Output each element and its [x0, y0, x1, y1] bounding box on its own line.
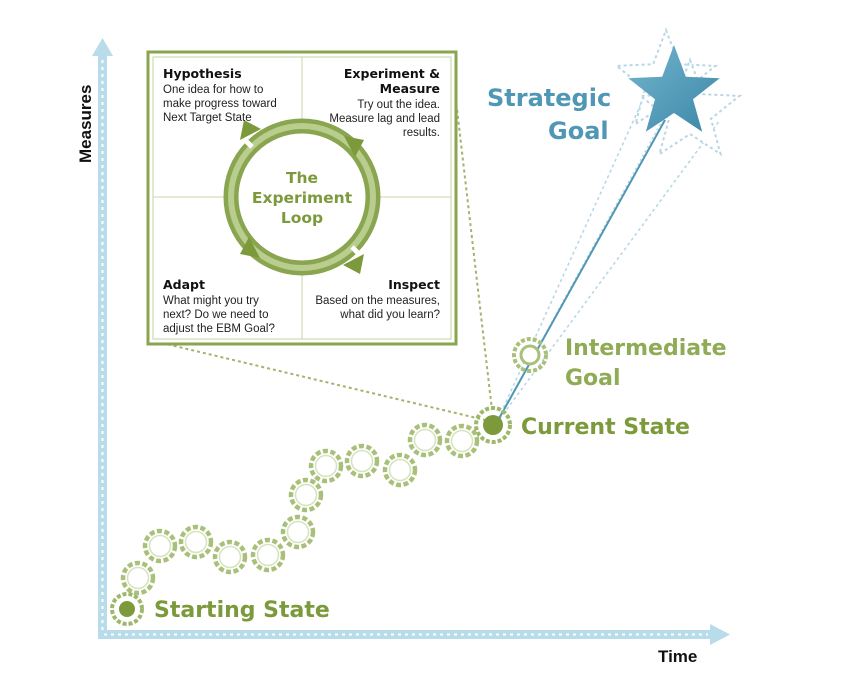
loop-title-2: Experiment	[252, 189, 353, 207]
iteration-ring	[280, 514, 316, 550]
arrow-right-icon	[710, 624, 730, 645]
intermediate-goal-label-2: Goal	[565, 366, 621, 391]
hypothesis-line: One idea for how to	[163, 84, 263, 96]
iteration-ring	[407, 422, 443, 458]
experiment-title: Experiment &	[344, 66, 440, 81]
hypothesis-title: Hypothesis	[163, 66, 242, 81]
y-axis	[92, 38, 113, 636]
intermediate-goal-marker	[512, 337, 548, 373]
x-axis	[98, 624, 730, 645]
iteration-ring	[178, 524, 214, 560]
hypothesis-line: Next Target State	[163, 112, 252, 124]
quadrant-inspect: Inspect Based on the measures, what did …	[315, 277, 440, 321]
intermediate-goal-label: Intermediate	[565, 336, 727, 361]
current-state-marker	[474, 406, 512, 444]
adapt-title: Adapt	[163, 277, 205, 292]
experiment-line: results.	[403, 127, 440, 139]
adapt-line: adjust the EBM Goal?	[163, 323, 275, 335]
experiment-loop-box: The Experiment Loop Hypothesis One idea …	[146, 50, 458, 346]
inspect-line: Based on the measures,	[315, 295, 440, 307]
iteration-path	[120, 422, 480, 596]
quadrant-experiment-measure: Experiment & Measure Try out the idea. M…	[329, 66, 440, 139]
iteration-ring	[382, 452, 418, 488]
iteration-ring	[288, 477, 324, 513]
current-state-label: Current State	[521, 415, 690, 440]
strategic-goal-label: Strategic	[487, 84, 611, 112]
quadrant-adapt: Adapt What might you try next? Do we nee…	[163, 277, 275, 335]
star-icon	[628, 45, 720, 132]
inspect-line: what did you learn?	[339, 309, 440, 321]
inspect-title: Inspect	[388, 277, 440, 292]
starting-state-marker	[110, 592, 144, 626]
loop-title-1: The	[286, 169, 318, 187]
experiment-line: Measure lag and lead	[329, 113, 440, 125]
adapt-line: What might you try	[163, 295, 259, 307]
starting-state-label: Starting State	[154, 598, 330, 623]
hypothesis-line: make progress toward	[163, 98, 277, 110]
iteration-ring	[344, 443, 380, 479]
experiment-line: Try out the idea.	[357, 99, 440, 111]
quadrant-hypothesis: Hypothesis One idea for how to make prog…	[163, 66, 277, 124]
y-axis-label: Measures	[76, 85, 95, 163]
experiment-title-2: Measure	[380, 81, 440, 96]
strategic-goal-label-2: Goal	[548, 117, 609, 145]
iteration-ring	[120, 560, 156, 596]
iteration-ring	[250, 537, 286, 573]
loop-title-3: Loop	[281, 209, 323, 227]
adapt-line: next? Do we need to	[163, 309, 269, 321]
connector-lines	[161, 91, 493, 421]
iteration-ring	[212, 539, 248, 575]
goal-trajectory	[495, 61, 721, 425]
x-axis-label: Time	[658, 647, 697, 666]
iteration-ring	[308, 448, 344, 484]
experiment-loop-cycle: The Experiment Loop	[223, 118, 381, 276]
iteration-ring	[142, 528, 178, 564]
arrow-up-icon	[92, 38, 113, 56]
iteration-ring	[444, 423, 480, 459]
